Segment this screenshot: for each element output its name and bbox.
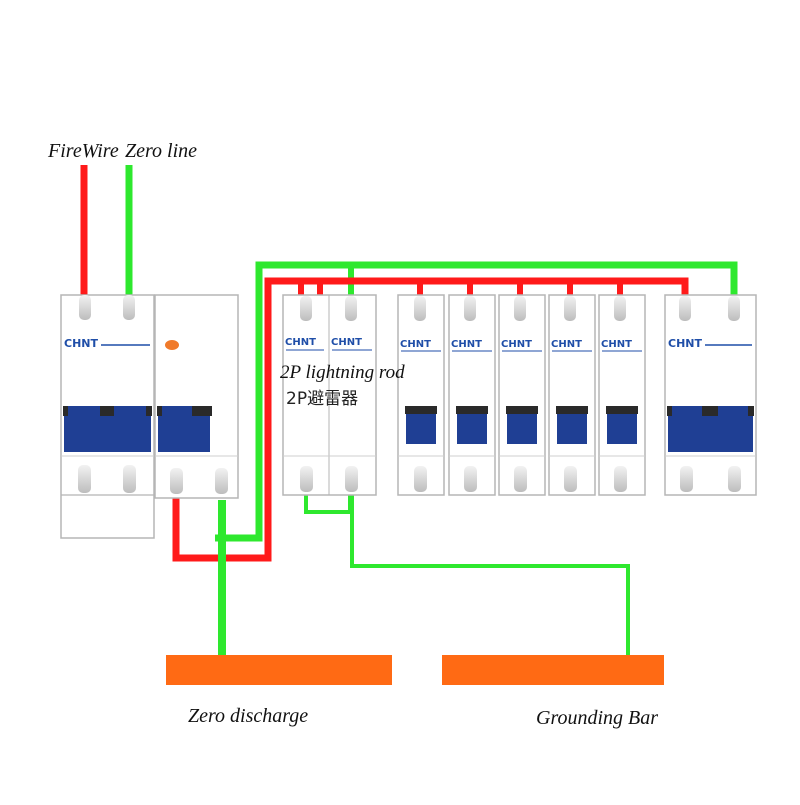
branch-breaker-5-brand: CHNT	[601, 339, 632, 350]
branch-breaker-1-brand: CHNT	[400, 339, 431, 350]
grounding-bar	[442, 655, 664, 685]
branch-breaker-3-brand: CHNT	[501, 339, 532, 350]
branch-breaker-2: CHNT	[448, 294, 496, 496]
branch-breaker-1: CHNT	[397, 294, 445, 496]
spd-lightning-rod: CHNT CHNT 2P避雷器	[282, 294, 377, 496]
main-breaker-brand: CHNT	[64, 337, 98, 350]
zero-line-label: Zero line	[125, 140, 198, 162]
branch-breaker-3-handle[interactable]	[507, 414, 537, 444]
wiring	[80, 165, 738, 668]
rcd-module	[154, 294, 239, 499]
right-breaker-brand: CHNT	[668, 337, 702, 350]
rcd-indicator-light	[165, 340, 179, 350]
right-breaker-2p: CHNT	[664, 294, 757, 496]
firewire-label: FireWire	[48, 140, 119, 162]
spd-brand-right: CHNT	[331, 337, 362, 348]
branch-breaker-5: CHNT	[598, 294, 646, 496]
main-breaker-2p: CHNT	[60, 294, 155, 539]
live-bus-wire	[172, 277, 689, 562]
spd-ground-wire	[350, 480, 630, 668]
spd-chinese-label: 2P避雷器	[286, 389, 358, 409]
branch-breaker-2-handle[interactable]	[457, 414, 487, 444]
rcd-handle[interactable]	[158, 416, 210, 452]
grounding-bar-label: Grounding Bar	[536, 707, 659, 729]
neutral-bus-wire	[215, 261, 738, 542]
zero-discharge-label: Zero discharge	[188, 705, 309, 727]
branch-breaker-4-handle[interactable]	[557, 414, 587, 444]
zero-discharge-bar	[166, 655, 392, 685]
branch-breaker-2-brand: CHNT	[451, 339, 482, 350]
branch-breaker-3: CHNT	[498, 294, 546, 496]
lightning-rod-label: 2P lightning rod	[280, 362, 405, 383]
main-breaker-handle[interactable]	[64, 416, 151, 452]
right-breaker-handle[interactable]	[668, 416, 753, 452]
spd-brand-left: CHNT	[285, 337, 316, 348]
branch-breaker-4-brand: CHNT	[551, 339, 582, 350]
branch-breaker-5-handle[interactable]	[607, 414, 637, 444]
branch-breaker-1-handle[interactable]	[406, 414, 436, 444]
branch-breaker-4: CHNT	[548, 294, 596, 496]
